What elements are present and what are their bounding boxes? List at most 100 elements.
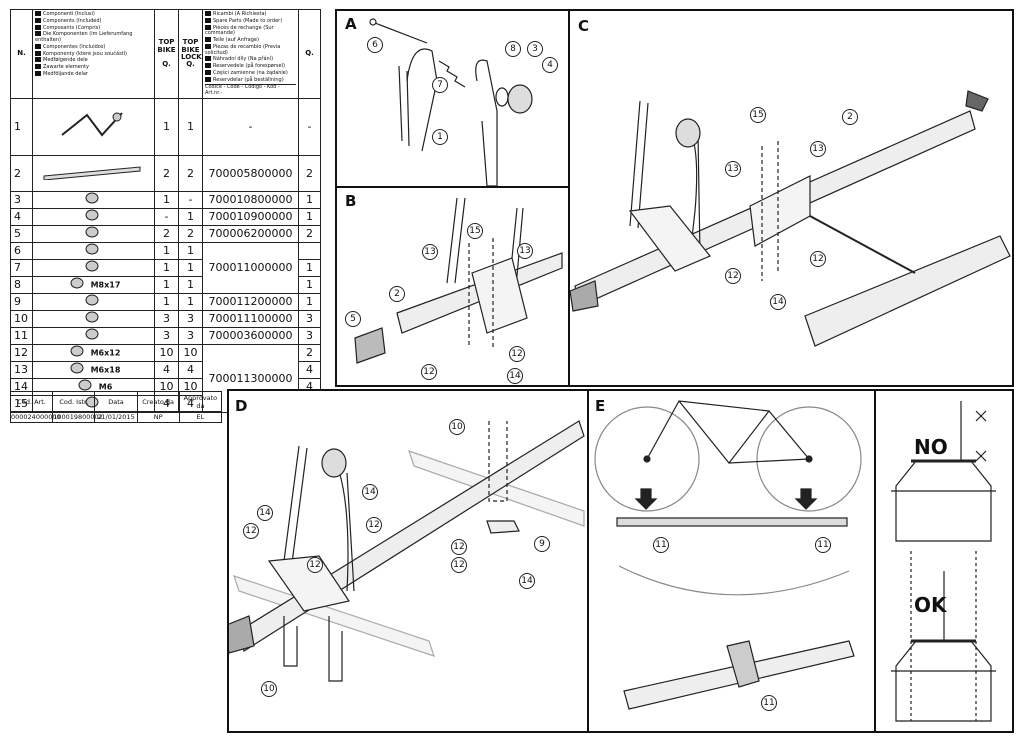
bicycle-icon (594, 400, 862, 710)
spare-qty: 3 (298, 326, 321, 345)
panel-d: D 10 14 12 12 14 12 12 9 12 14 10 (227, 389, 589, 733)
qty-top-bike-lock: 1 (178, 207, 203, 226)
part-number: 3 (10, 190, 33, 209)
qty-top-bike-lock: 2 (178, 154, 203, 192)
washer-icon (67, 362, 87, 377)
qty-top-bike-lock: 1 (178, 292, 203, 311)
callout: 4 (542, 57, 558, 73)
callout: 14 (507, 368, 523, 384)
callout: 1 (432, 129, 448, 145)
panel-b: B 13 15 13 2 5 12 12 14 (335, 186, 570, 387)
qty-top-bike: 3 (154, 326, 179, 345)
qty-top-bike: 2 (154, 154, 179, 192)
panel-no-ok: NO OK (874, 389, 1014, 733)
part-number: 6 (10, 241, 33, 260)
strap-icon (82, 328, 102, 343)
part-image (32, 258, 155, 277)
qty-top-bike: 1 (154, 292, 179, 311)
strap-icon (726, 640, 760, 688)
callout: 2 (842, 109, 858, 125)
header-language-line: Teile (auf Anfrage) (205, 37, 296, 44)
header-code-label: Codice - Code - Código - Kód - Art.nr.- (205, 84, 296, 97)
callout: 2 (389, 286, 405, 302)
meta-value: 100019800002 (52, 411, 103, 423)
car-icon (895, 460, 992, 542)
callout: 12 (307, 557, 323, 573)
part-image (32, 224, 155, 243)
panel-b-letter: B (345, 192, 357, 210)
callout: 11 (761, 695, 777, 711)
callout: 14 (362, 484, 378, 500)
callout: 8 (505, 41, 521, 57)
qty-top-bike-lock: 2 (178, 224, 203, 243)
callout: 14 (257, 505, 273, 521)
part-image (32, 309, 155, 328)
spare-code: 700003600000 (202, 326, 299, 345)
qty-top-bike: 4 (154, 360, 179, 379)
header-language-line: Spare Parts (Made to order) (205, 17, 296, 25)
panel-a: A 6 7 8 3 4 1 (335, 9, 570, 188)
end-cap-icon (82, 226, 102, 241)
nut-icon (75, 379, 95, 394)
spare-code: 700006200000 (202, 224, 299, 243)
part-number: 13 (10, 360, 33, 379)
header-language-line: Componenti (Inclusi) (35, 11, 152, 18)
part-image: M6x12 (32, 343, 155, 362)
qty-top-bike: 1 (154, 275, 179, 294)
spare-qty: 1 (298, 275, 321, 294)
part-image (32, 326, 155, 345)
meta-header: Approvato da (178, 390, 223, 413)
callout: 5 (345, 311, 361, 327)
spare-qty: 2 (298, 224, 321, 243)
part-image (32, 190, 155, 209)
bracket-icon (486, 520, 520, 534)
callout: 15 (467, 223, 483, 239)
callout: 12 (725, 268, 741, 284)
knob-icon (675, 118, 701, 148)
qty-top-bike-lock: 1 (178, 258, 203, 277)
spare-code: - (202, 97, 299, 156)
rail-icon (42, 164, 142, 183)
panel-f-drawing (891, 401, 996, 722)
spare-code: 700010800000 (202, 190, 299, 209)
part-image (32, 207, 155, 226)
header-language-line: Zawarte elementy (35, 64, 152, 71)
u-bolt-icon (283, 616, 298, 667)
part-number: 12 (10, 343, 33, 362)
bracket-icon (471, 257, 528, 334)
bracket-icon (82, 294, 102, 309)
meta-header: Cod. Art. (9, 390, 54, 413)
callout: 13 (422, 244, 438, 260)
spare-code: 700011000000 (202, 241, 299, 294)
end-cap-icon (229, 615, 255, 654)
spare-code: 700011100000 (202, 309, 299, 328)
meta-value: NP (136, 411, 180, 423)
panel-e-drawing (594, 400, 862, 710)
part-image (32, 292, 155, 311)
header-language-line: Piezas de recambio (Previa solicitud) (205, 43, 281, 56)
bolt-icon (374, 22, 428, 44)
header-language-line: Komponenty (které jsou součástí) (35, 50, 152, 58)
part-number: 9 (10, 292, 33, 311)
knob-icon (321, 448, 347, 478)
header-n: N. (10, 9, 33, 99)
part-number: 1 (10, 97, 33, 156)
qty-top-bike-lock: 3 (178, 309, 203, 328)
part-number: 7 (10, 258, 33, 277)
meta-value: 21/01/2015 (94, 411, 138, 423)
qty-top-bike-lock: 4 (178, 360, 203, 379)
callout: 11 (815, 537, 831, 553)
qty-top-bike-lock: 1 (178, 97, 203, 156)
header-language-line: Composants (Compris) (35, 24, 152, 32)
part-image: M6x18 (32, 360, 155, 379)
ok-label: OK (914, 593, 947, 617)
bolt-icon (82, 243, 102, 258)
callout: 12 (451, 539, 467, 555)
callout: 10 (449, 419, 465, 435)
